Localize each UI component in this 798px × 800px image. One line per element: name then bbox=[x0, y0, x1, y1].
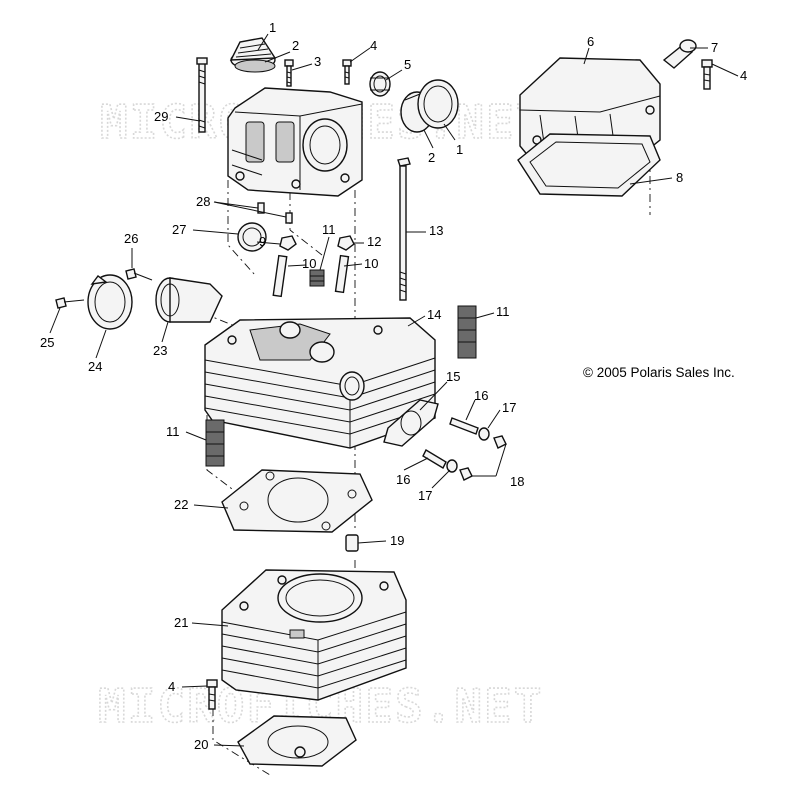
part-11-shim-stack-right bbox=[457, 305, 477, 359]
callout-29: 29 bbox=[154, 109, 168, 124]
callout-4-bottom: 4 bbox=[168, 679, 175, 694]
callout-17-upper: 17 bbox=[502, 400, 516, 415]
callout-7: 7 bbox=[711, 40, 718, 55]
part-7-breather-fitting bbox=[662, 39, 697, 69]
part-1-2-cap bbox=[229, 37, 277, 73]
callout-11-left: 11 bbox=[166, 424, 180, 439]
callout-27: 27 bbox=[172, 222, 186, 237]
part-28-dowels bbox=[257, 202, 293, 224]
part-9-nut bbox=[279, 235, 297, 251]
callout-5: 5 bbox=[404, 57, 411, 72]
callout-26: 26 bbox=[124, 231, 138, 246]
leader-lines bbox=[49, 33, 739, 747]
cylinder-head-cover bbox=[227, 87, 363, 197]
callout-22: 22 bbox=[174, 497, 188, 512]
part-11-shim-small bbox=[309, 269, 325, 287]
callout-10-left: 10 bbox=[302, 256, 316, 271]
callout-21: 21 bbox=[174, 615, 188, 630]
callout-24: 24 bbox=[88, 359, 102, 374]
callout-4-right: 4 bbox=[740, 68, 747, 83]
callout-15: 15 bbox=[446, 369, 460, 384]
part-8-valve-cover-gasket bbox=[517, 133, 661, 197]
part-27-plug bbox=[237, 222, 267, 252]
callout-12: 12 bbox=[367, 234, 381, 249]
callout-17-lower: 17 bbox=[418, 488, 432, 503]
part-4-bolt-bottom bbox=[206, 679, 218, 710]
part-25-screw bbox=[55, 297, 85, 309]
callout-16-upper: 16 bbox=[474, 388, 488, 403]
callout-14: 14 bbox=[427, 307, 441, 322]
callout-2: 2 bbox=[292, 38, 299, 53]
callout-28: 28 bbox=[196, 194, 210, 209]
part-3-bolt bbox=[284, 59, 294, 87]
part-10-valve-guides bbox=[272, 254, 350, 298]
part-24-clamp bbox=[87, 274, 133, 330]
callout-1: 1 bbox=[269, 20, 276, 35]
part-29-stud bbox=[196, 57, 208, 133]
part-20-base-gasket bbox=[237, 715, 357, 767]
callout-1-lower: 1 bbox=[456, 142, 463, 157]
part-11-shim-stack-left bbox=[205, 419, 225, 467]
callout-23: 23 bbox=[153, 343, 167, 358]
callout-labels: 1 2 3 4 5 2 1 6 7 4 8 29 28 27 26 9 11 1… bbox=[40, 20, 747, 752]
part-19-dowel bbox=[345, 534, 359, 552]
part-15-exhaust-gasket bbox=[383, 399, 439, 447]
part-22-head-gasket bbox=[221, 469, 373, 533]
callout-9: 9 bbox=[259, 234, 266, 249]
part-1-2-tappet-cap bbox=[400, 79, 459, 133]
callout-19: 19 bbox=[390, 533, 404, 548]
callout-4: 4 bbox=[370, 38, 377, 53]
callout-11-right: 11 bbox=[496, 304, 510, 319]
part-21-cylinder bbox=[221, 569, 407, 701]
copyright-notice: © 2005 Polaris Sales Inc. bbox=[583, 365, 735, 380]
callout-6: 6 bbox=[587, 34, 594, 49]
part-23-intake-boot bbox=[155, 277, 223, 323]
part-12-nut bbox=[337, 235, 355, 251]
part-17-washers bbox=[446, 427, 490, 473]
callout-11-top: 11 bbox=[322, 222, 336, 237]
part-4-bolt-right bbox=[701, 59, 713, 90]
part-4-bolt-top bbox=[342, 59, 352, 85]
callout-25: 25 bbox=[40, 335, 54, 350]
callout-13: 13 bbox=[429, 223, 443, 238]
callout-18: 18 bbox=[510, 474, 524, 489]
callout-20: 20 bbox=[194, 737, 208, 752]
callout-8: 8 bbox=[676, 170, 683, 185]
part-16-studs bbox=[422, 417, 479, 469]
callout-3: 3 bbox=[314, 54, 321, 69]
callout-10-right: 10 bbox=[364, 256, 378, 271]
part-26-screw bbox=[125, 268, 153, 281]
part-18-nuts bbox=[459, 435, 507, 481]
part-5-gear bbox=[369, 71, 391, 97]
callout-16-lower: 16 bbox=[396, 472, 410, 487]
callout-2-lower: 2 bbox=[428, 150, 435, 165]
part-13-stud bbox=[397, 157, 411, 301]
